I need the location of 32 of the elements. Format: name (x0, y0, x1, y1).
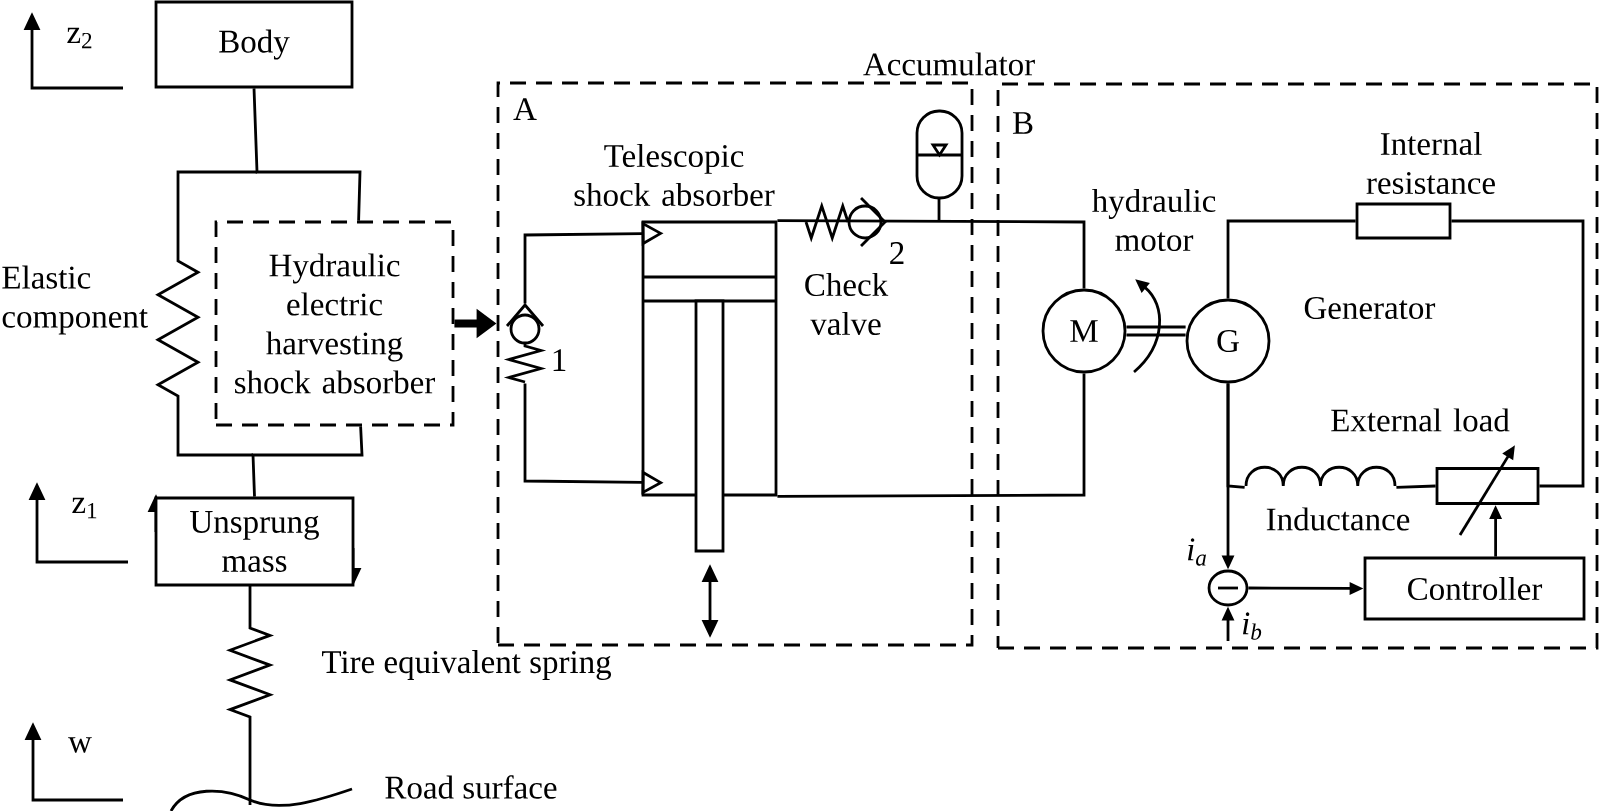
connecting-line (777, 373, 1086, 498)
edge-label: i$_{a}$ (1188, 538, 1206, 566)
connecting-line (1396, 484, 1436, 489)
body-box: Body (154, 0, 354, 89)
dashed-box: Hydraulic electric harvesting shock absorber (214, 220, 455, 427)
callout-number: 2 (890, 242, 904, 264)
controller-box: Controller (1363, 556, 1586, 621)
component-label: Telescopic shock absorber (574, 143, 775, 207)
axis-label: z$_{2}$ (67, 27, 92, 49)
component-label: Road surface (385, 775, 557, 799)
component-label: Inductance (1266, 507, 1410, 531)
component-label: hydraulic motor (1092, 188, 1216, 252)
component-label: Elastic component (2, 265, 148, 335)
component-label: Generator (1304, 296, 1436, 320)
connecting-line (1451, 219, 1585, 488)
connecting-line (252, 88, 362, 221)
component-label: External load (1331, 408, 1510, 432)
comparator-circle (1207, 569, 1249, 607)
connecting-line (1226, 219, 1356, 299)
axis-label: w (68, 737, 92, 753)
mass-box: Unsprung mass (154, 496, 355, 587)
component-label: Internal resistance (1366, 131, 1495, 195)
region-letter: A (513, 98, 537, 120)
shaft-coupling (1125, 325, 1187, 337)
axis-label: z$_{1}$ (72, 497, 97, 519)
edge-label: i$_{b}$ (1243, 612, 1262, 640)
region-letter: B (1012, 112, 1033, 134)
component-label: Tire equivalent spring (322, 650, 612, 680)
component-label: 1 (553, 349, 566, 371)
component-label: Accumulator (863, 52, 1035, 76)
connecting-line (777, 219, 1086, 289)
connecting-line (251, 426, 364, 497)
